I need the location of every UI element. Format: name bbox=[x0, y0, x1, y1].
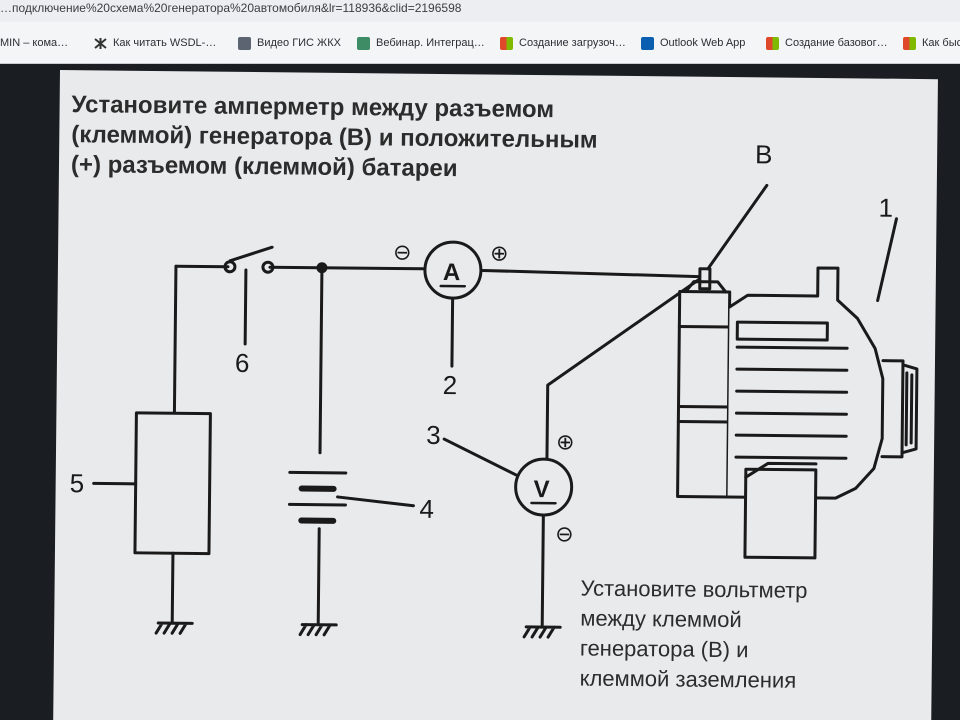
cloud-icon bbox=[357, 36, 370, 50]
bookmark-how-fast[interactable]: Как быс bbox=[903, 34, 960, 52]
voltmeter-plus-icon: ⊕ bbox=[556, 429, 575, 454]
label-4: 4 bbox=[419, 494, 434, 524]
wire-switch-to-ammeter bbox=[268, 265, 425, 271]
switch-contact-right bbox=[261, 260, 275, 274]
battery-label-leader bbox=[336, 495, 415, 508]
alternator-drawing bbox=[676, 217, 919, 560]
switch-lever bbox=[228, 245, 274, 263]
bookmark-label: Создание базовог… bbox=[785, 37, 888, 49]
note-line-3: генератора (В) и bbox=[580, 635, 749, 662]
bookmark-webinar[interactable]: Вебинар. Интеграц… bbox=[357, 34, 485, 52]
bookmark-label: Видео ГИС ЖКХ bbox=[257, 37, 341, 49]
wire-voltmeter-ground bbox=[540, 513, 545, 627]
battery-plate-3 bbox=[287, 502, 347, 507]
voltmeter-label-leader bbox=[442, 437, 518, 477]
windows-icon bbox=[500, 36, 513, 50]
bookmarks-bar: MIN – кома… Как читать WSDL-… Видео ГИС … bbox=[0, 22, 960, 64]
outlook-icon bbox=[641, 36, 654, 50]
note-line-4: клеммой заземления bbox=[580, 665, 797, 692]
title-line-3: (+) разъемом (клеммой) батареи bbox=[71, 151, 458, 182]
wire-load-ground bbox=[170, 551, 175, 623]
document-icon bbox=[238, 36, 251, 50]
bookmark-label: MIN – кома… bbox=[0, 37, 69, 49]
alternator-label-leader bbox=[876, 217, 898, 303]
note-line-1: Установите вольтметр bbox=[580, 575, 807, 602]
ammeter-symbol: A bbox=[443, 259, 461, 286]
url-text: …подключение%20схема%20генератора%20авто… bbox=[0, 1, 462, 15]
bookmark-label: Как читать WSDL-… bbox=[113, 37, 217, 49]
voltmeter-symbol: V bbox=[533, 476, 549, 503]
windows-icon bbox=[903, 36, 916, 50]
bookmark-label: Создание загрузоч… bbox=[519, 37, 626, 49]
instruction-title: Установите амперметр между разъемом (кле… bbox=[71, 91, 605, 184]
wire-voltmeter-to-terminal bbox=[545, 275, 705, 461]
load-block bbox=[133, 411, 212, 556]
ammeter-minus-icon: ⊖ bbox=[393, 239, 412, 264]
bookmark-label: Как быс bbox=[922, 37, 960, 49]
bookmark-label: Outlook Web App bbox=[660, 37, 746, 49]
wire-left-top bbox=[174, 264, 230, 269]
switch-label-leader bbox=[243, 268, 248, 346]
bookmark-boot-create[interactable]: Создание загрузоч… bbox=[500, 34, 626, 52]
voltmeter-minus-icon: ⊖ bbox=[555, 521, 574, 546]
ammeter-label-leader bbox=[450, 296, 455, 368]
switch-contact-left bbox=[223, 260, 237, 274]
title-line-2: (клеммой) генератора (В) и положительным bbox=[71, 121, 598, 154]
wire-battery-ground bbox=[316, 527, 321, 625]
wiring-diagram: Установите амперметр между разъемом (кле… bbox=[70, 91, 919, 693]
voltmeter-note: Установите вольтметр между клеммой генер… bbox=[580, 575, 814, 692]
bookmark-min[interactable]: MIN – кома… bbox=[0, 34, 68, 52]
ground-icon bbox=[522, 625, 562, 639]
label-1: 1 bbox=[878, 193, 893, 223]
ammeter-plus-icon: ⊕ bbox=[490, 241, 509, 266]
terminal-b-post bbox=[698, 267, 712, 291]
wire-left-vertical bbox=[172, 264, 178, 415]
bookmark-basic-create[interactable]: Создание базовог… bbox=[766, 34, 888, 52]
title-line-1: Установите амперметр между разъемом bbox=[71, 91, 554, 123]
wiring-diagram-page: Установите амперметр между разъемом (кле… bbox=[53, 70, 938, 720]
bookmark-gis-video[interactable]: Видео ГИС ЖКХ bbox=[238, 34, 341, 52]
bookmark-label: Вебинар. Интеграц… bbox=[376, 37, 485, 49]
terminal-b-leader bbox=[706, 183, 769, 271]
label-3: 3 bbox=[426, 420, 441, 450]
note-line-2: между клеммой bbox=[580, 605, 742, 632]
windows-icon bbox=[766, 36, 779, 50]
ground-icon bbox=[154, 621, 194, 635]
terminal-b-label: B bbox=[755, 139, 773, 169]
label-5: 5 bbox=[70, 468, 85, 498]
ground-icon bbox=[298, 623, 338, 637]
address-bar[interactable]: …подключение%20схема%20генератора%20авто… bbox=[0, 0, 960, 22]
bookmark-outlook[interactable]: Outlook Web App bbox=[641, 34, 745, 52]
label-2: 2 bbox=[443, 370, 458, 400]
wire-junction-to-battery bbox=[318, 266, 324, 455]
battery-plate-1 bbox=[288, 470, 348, 475]
wire-ammeter-to-terminal bbox=[481, 268, 705, 279]
label-6: 6 bbox=[235, 348, 250, 378]
bookmark-wsdl[interactable]: Как читать WSDL-… bbox=[94, 34, 216, 52]
star-icon bbox=[94, 37, 107, 50]
